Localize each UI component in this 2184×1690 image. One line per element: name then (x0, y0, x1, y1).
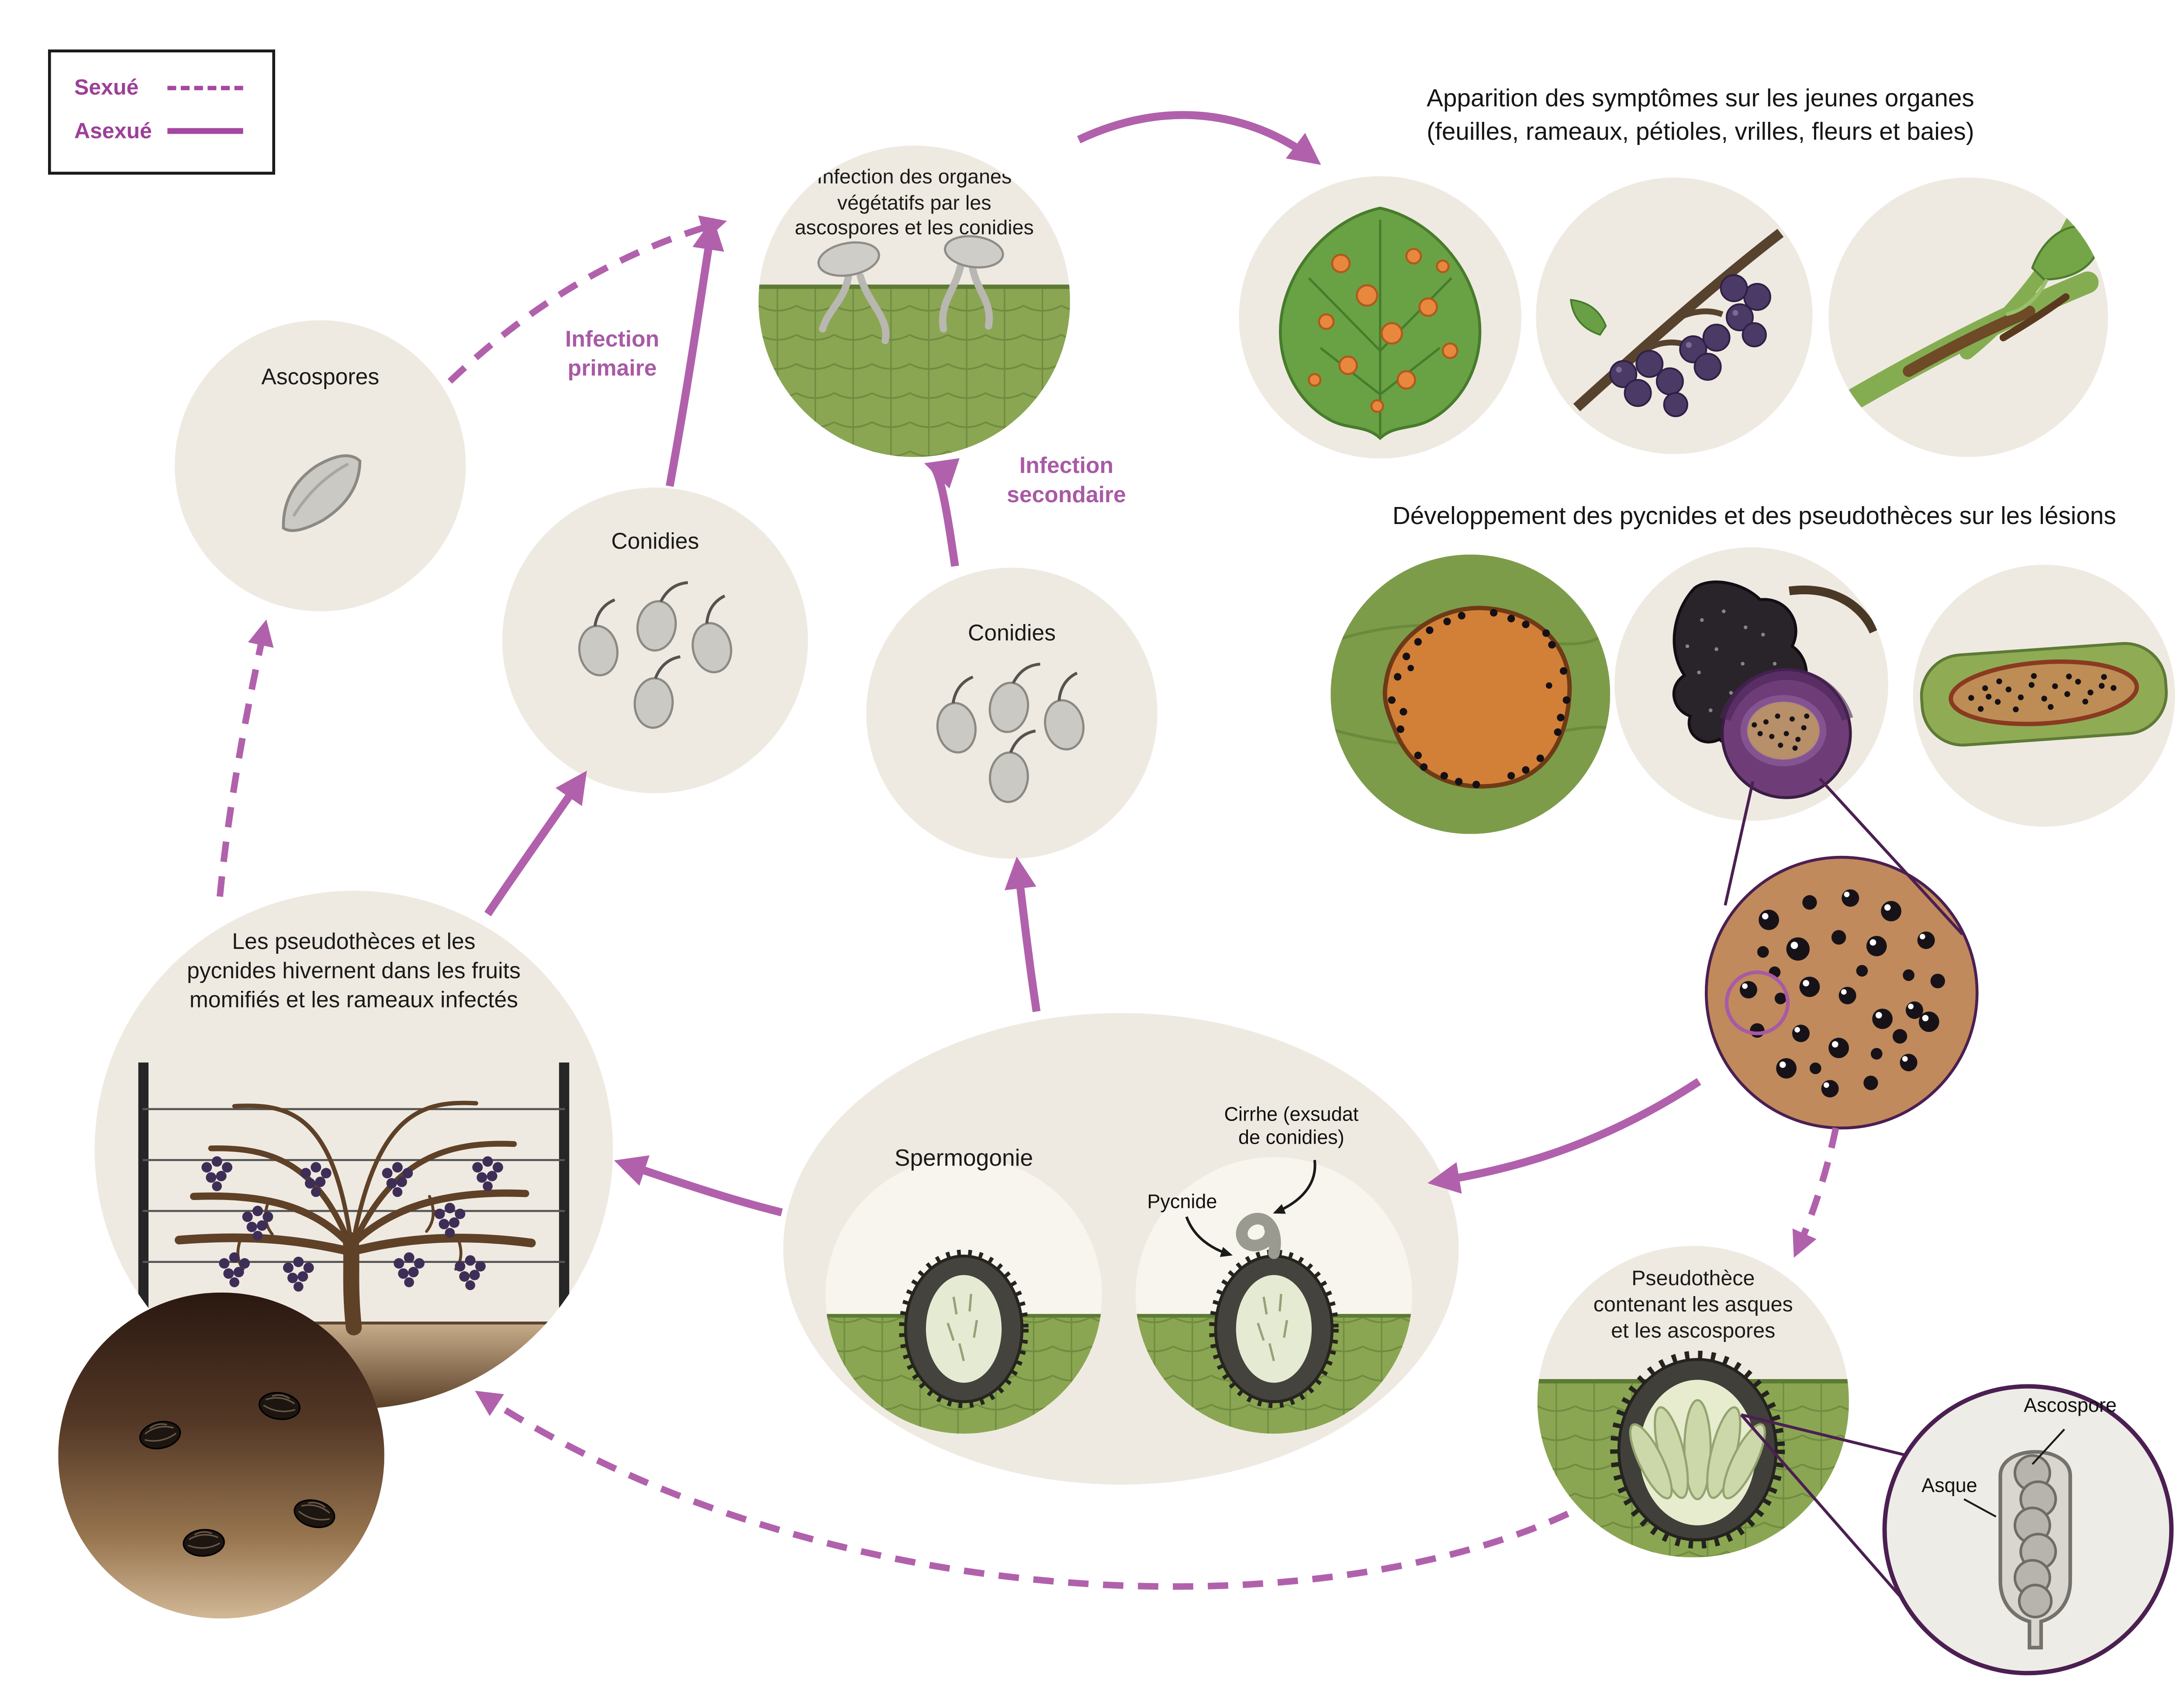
node-ascospores: Ascospores (174, 320, 466, 611)
legend: Sexué Asexué (48, 49, 275, 175)
node-label: Infection des organes végétatifs par les… (795, 164, 1034, 239)
germinating-spores-icon (758, 235, 1070, 457)
node-spermogonie-group: Spermogonie (783, 1013, 1459, 1485)
spermogonie-inset (825, 1157, 1102, 1434)
legend-label-asexue: Asexué (74, 118, 152, 144)
node-infection-organes: Infection des organes végétatifs par les… (758, 145, 1070, 457)
spermogonium-icon (825, 1249, 1102, 1434)
ascus-icon (1998, 1450, 2072, 1650)
arrow-vine-to-ascospores (216, 619, 274, 897)
ascospore-icon (282, 454, 362, 532)
infection-primaire-label: Infection primaire (565, 327, 660, 382)
node-label: Les pseudothèces et les pycnides hiverne… (187, 930, 521, 1014)
legend-label-sexue: Sexué (74, 75, 139, 100)
node-label: Conidies (611, 530, 699, 555)
node-conidies-1: Conidies (502, 487, 808, 793)
spermogonie-label: Spermogonie (894, 1147, 1033, 1172)
node-label: Ascospores (261, 365, 380, 390)
pycnide-label: Pycnide (1147, 1190, 1217, 1213)
pycnidia-dots-icon (1739, 889, 1945, 1098)
cirrhe-label: Cirrhe (exsudat de conidies) (1224, 1103, 1359, 1149)
arrow-pycnidia-to-spermogonie (1427, 1078, 1701, 1194)
asque-label: Asque (1921, 1474, 1977, 1497)
development-heading: Développement des pycnides et des pseudo… (1392, 502, 2116, 530)
node-pycnidia-zoom (1704, 855, 1979, 1130)
symptoms-heading: Apparition des symptômes sur les jeunes … (1427, 84, 1974, 146)
arrow-pycnidia-to-pseudothece (1792, 1127, 1839, 1258)
node-lesion-berry (1614, 547, 1888, 821)
node-label: Conidies (968, 621, 1056, 646)
node-lesion-stem (1913, 565, 2175, 827)
node-symptom-leaf (1239, 176, 1521, 459)
node-label: Pseudothèce contenant les asques et les … (1593, 1268, 1793, 1344)
arrow-spermogonie-to-vine (614, 1155, 783, 1217)
node-asque-zoom (1882, 1384, 2174, 1676)
orange-lesion-icon (1330, 554, 1610, 834)
node-symptom-shoot (1828, 177, 2108, 457)
ascospore-label: Ascospore (2024, 1394, 2117, 1417)
conidia-icon (866, 568, 1158, 859)
legend-row-sexue: Sexué (74, 73, 243, 102)
dashed-line-sample (167, 85, 243, 90)
spotted-leaf-icon (1279, 207, 1482, 440)
mummified-berry-icon (1672, 580, 1878, 799)
legend-row-asexue: Asexué (74, 117, 243, 146)
lesioned-shoot-icon (1844, 214, 2100, 410)
mummified-fruits-icon (58, 1292, 384, 1619)
arrow-spermogonie-to-conidies2 (1004, 856, 1041, 1012)
stem-lesion-icon (1920, 642, 2168, 747)
node-conidies-2: Conidies (866, 567, 1158, 859)
berry-cluster-icon (1570, 229, 1784, 417)
solid-line-sample (167, 128, 243, 134)
node-lesion-leaf (1330, 554, 1610, 834)
infection-secondaire-label: Infection secondaire (1006, 454, 1126, 508)
node-mummified-fruits (58, 1292, 384, 1619)
node-symptom-berries (1536, 177, 1813, 454)
node-pseudothece: Pseudothèce contenant les asques et les … (1537, 1246, 1849, 1558)
